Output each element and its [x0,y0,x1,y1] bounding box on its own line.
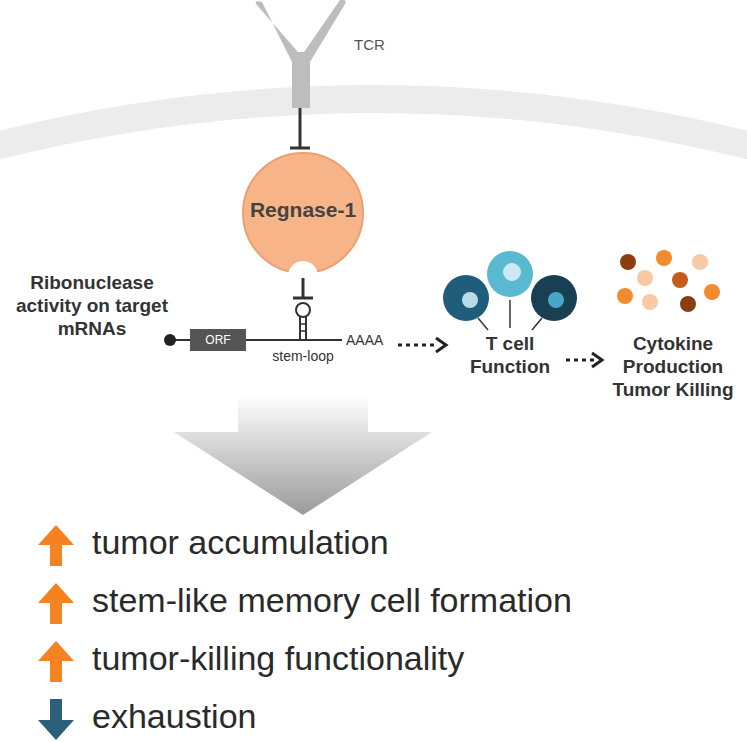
inhibition-connector [290,108,310,148]
up-arrow [38,583,74,624]
effect-text: exhaustion [92,696,712,737]
mechanism-label: Ribonuclease activity on target mRNAs [2,272,182,340]
cell-membrane [0,99,747,150]
orf-label: ORF [190,329,246,351]
effect-text: stem-like memory cell formation [92,580,732,621]
protein-name: Regnase-1 [240,198,366,222]
orf-box: ORF [190,329,246,351]
stem-loop-label: stem-loop [253,348,353,365]
receptor-label: TCR [354,36,385,53]
down-arrow [38,699,74,740]
up-arrow [38,525,74,566]
result-arrow [174,395,432,515]
t-cells [443,251,577,330]
dotted-arrow [566,353,602,367]
up-arrow [38,641,74,682]
cytokine-dots [617,250,720,312]
tcr-receptor: TCR [248,0,398,108]
effect-text: tumor-killing functionality [92,638,712,679]
dotted-arrow [398,338,446,352]
effect-text: tumor accumulation [92,522,712,563]
regnase-circle: Regnase-1 [240,152,366,278]
node-shape [248,0,398,108]
polya-tail-label: AAAA [346,332,383,349]
t-cell-label: T cell Function [450,333,570,379]
cytokine-label: Cytokine Production Tumor Killing [603,333,743,401]
